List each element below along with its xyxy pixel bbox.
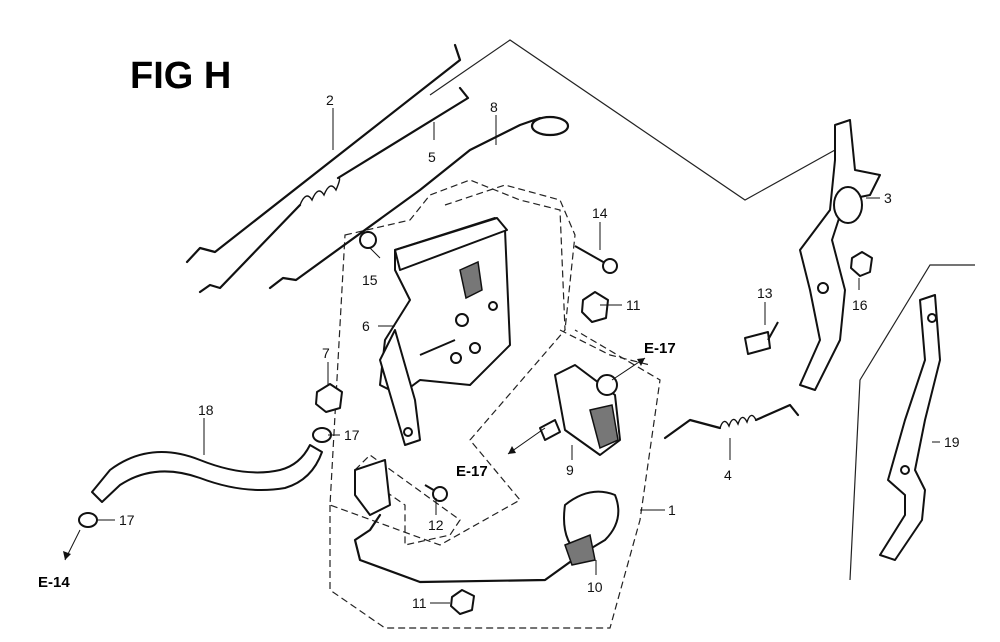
- spring-part-4: [663, 403, 800, 440]
- callout-9: 9: [566, 462, 574, 478]
- nut-part-16: [850, 251, 873, 277]
- bolt-part-14: [574, 245, 618, 274]
- callout-labels: 2 5 8 3 14 15 11 6 13 16 7 18 17 9 4 19 …: [119, 92, 960, 611]
- assembly-boundaries: [329, 179, 661, 629]
- nut-part-7: [315, 383, 343, 413]
- callout-16: 16: [852, 297, 868, 313]
- rod-part-2: [185, 43, 462, 264]
- nut-part-11-upper: [581, 291, 609, 323]
- callout-10: 10: [587, 579, 603, 595]
- ref-e17-mid: E-17: [456, 463, 488, 480]
- callout-12: 12: [428, 517, 444, 533]
- screw-part-15: [359, 231, 377, 249]
- callout-4: 4: [724, 467, 732, 483]
- callout-11-upper: 11: [626, 297, 641, 313]
- bracket-part-3: [799, 119, 881, 391]
- rod-part-5: [198, 86, 470, 294]
- bracket-part-19: [879, 294, 941, 561]
- callout-7: 7: [322, 345, 330, 361]
- switch-part-9: [539, 364, 621, 456]
- callout-17-upper: 17: [344, 427, 360, 443]
- hose-part-18: [91, 444, 323, 503]
- callout-2: 2: [326, 92, 334, 108]
- ref-e14: E-14: [38, 574, 70, 591]
- governor-plate-part-6: [379, 217, 511, 446]
- callout-5: 5: [428, 149, 436, 165]
- callout-13: 13: [757, 285, 773, 301]
- bolt-part-13: [744, 321, 779, 355]
- rod-part-8: [268, 115, 570, 290]
- clamps-part-17: [78, 427, 332, 528]
- callout-15: 15: [362, 272, 378, 288]
- ref-e17-top: E-17: [644, 340, 676, 357]
- reference-labels: E-17 E-17 E-14: [38, 340, 676, 591]
- nut-part-11-lower: [450, 589, 475, 615]
- callout-8: 8: [490, 99, 498, 115]
- figure-title: FIG H: [130, 55, 231, 97]
- callout-6: 6: [362, 318, 370, 334]
- bolt-part-12: [424, 484, 448, 502]
- reference-arrows: [63, 357, 646, 561]
- callout-19: 19: [944, 434, 960, 450]
- callout-11-lower: 11: [412, 595, 427, 611]
- group-lines: [429, 39, 975, 581]
- callout-1: 1: [668, 502, 676, 518]
- callout-18: 18: [198, 402, 214, 418]
- callout-14: 14: [592, 205, 608, 221]
- leader-lines: [98, 108, 940, 604]
- callout-3: 3: [884, 190, 892, 206]
- callout-17-lower: 17: [119, 512, 135, 528]
- wire-harness-part-10: [353, 459, 620, 584]
